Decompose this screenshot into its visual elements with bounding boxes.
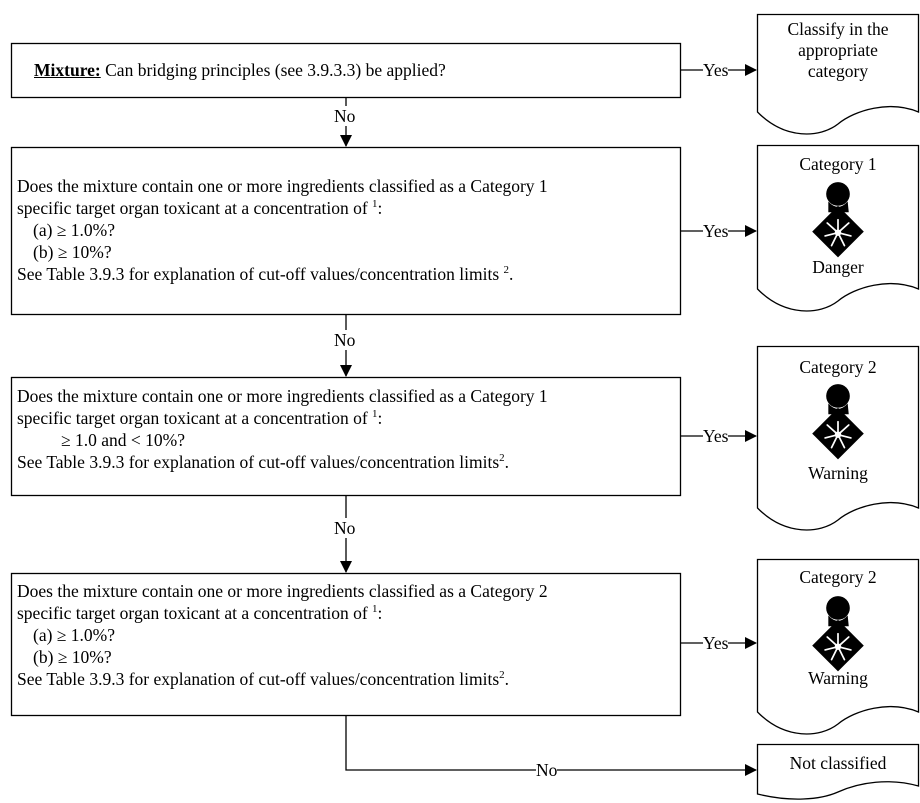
question-1-text: Mixture: Can bridging principles (see 3.… xyxy=(34,59,446,81)
mixture-label: Mixture: xyxy=(34,60,101,80)
outcome-2-title: Category 1 xyxy=(799,154,877,174)
yes-label-2: Yes xyxy=(703,221,729,241)
question-box-3 xyxy=(10,376,682,497)
question-4-note: See Table 3.9.3 for explanation of cut-o… xyxy=(17,669,510,689)
question-4-option-b: (b) ≥ 10%? xyxy=(33,647,112,667)
question-2-line-2: specific target organ toxicant at a conc… xyxy=(17,198,383,218)
question-2-line-1: Does the mixture contain one or more ing… xyxy=(17,176,548,196)
question-2-note: See Table 3.9.3 for explanation of cut-o… xyxy=(17,264,514,284)
question-4-line-1: Does the mixture contain one or more ing… xyxy=(17,581,548,601)
question-2-option-a: (a) ≥ 1.0%? xyxy=(33,220,115,240)
question-3-line-1: Does the mixture contain one or more ing… xyxy=(17,386,548,406)
question-4-line-2: specific target organ toxicant at a conc… xyxy=(17,603,383,623)
no-label-3: No xyxy=(334,518,356,538)
no-label-2: No xyxy=(334,330,356,350)
outcome-box-5 xyxy=(756,743,920,800)
question-3-note: See Table 3.9.3 for explanation of cut-o… xyxy=(17,452,510,472)
outcome-4-title: Category 2 xyxy=(799,567,877,587)
yes-label-3: Yes xyxy=(703,426,729,446)
no-label-1: No xyxy=(334,106,356,126)
yes-label-1: Yes xyxy=(703,60,729,80)
no-label-4: No xyxy=(536,760,558,780)
outcome-2-signal-word: Danger xyxy=(812,257,864,277)
question-3-option: ≥ 1.0 and < 10%? xyxy=(61,430,185,450)
outcome-1-text: Classify in the appropriate category xyxy=(787,19,889,81)
question-2-option-b: (b) ≥ 10%? xyxy=(33,242,112,262)
outcome-3-title: Category 2 xyxy=(799,357,877,377)
question-2-text: Does the mixture contain one or more ing… xyxy=(17,175,548,285)
question-4-text: Does the mixture contain one or more ing… xyxy=(17,580,548,690)
question-3-line-2: specific target organ toxicant at a conc… xyxy=(17,408,383,428)
outcome-5-text: Not classified xyxy=(789,753,887,773)
yes-label-4: Yes xyxy=(703,633,729,653)
question-box-1 xyxy=(10,42,682,99)
question-3-text: Does the mixture contain one or more ing… xyxy=(17,385,548,473)
outcome-4-signal-word: Warning xyxy=(808,668,868,688)
question-box-4 xyxy=(10,572,682,717)
outcome-box-1 xyxy=(756,13,920,135)
no-connector-4 xyxy=(345,715,757,776)
outcome-3-signal-word: Warning xyxy=(808,463,868,483)
question-1-body: Can bridging principles (see 3.9.3.3) be… xyxy=(100,60,446,80)
question-4-option-a: (a) ≥ 1.0%? xyxy=(33,625,115,645)
question-box-2 xyxy=(10,146,682,316)
